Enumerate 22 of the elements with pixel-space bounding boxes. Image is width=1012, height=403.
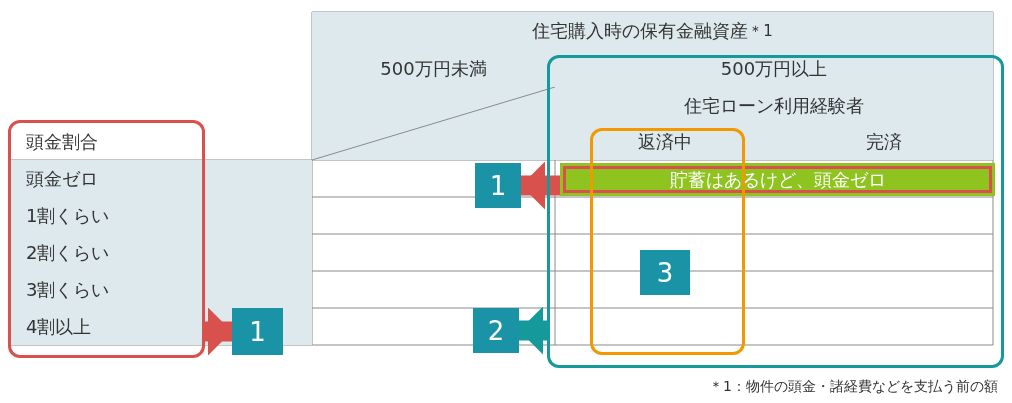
arrow bbox=[519, 306, 547, 355]
number-badge: 2 bbox=[473, 308, 519, 353]
number-badge: 1 bbox=[475, 163, 521, 208]
row-header-title: 頭金割合 bbox=[25, 130, 99, 154]
number-badge: 1 bbox=[232, 308, 283, 355]
row-header: 頭金ゼロ bbox=[10, 160, 312, 197]
column-header: 返済中 bbox=[555, 124, 775, 160]
highlight-frame bbox=[8, 120, 205, 358]
row-header: 2割くらい bbox=[10, 234, 312, 271]
row-header: 3割くらい bbox=[10, 271, 312, 308]
number-badge: 3 bbox=[640, 250, 690, 295]
arrow bbox=[521, 161, 560, 210]
highlight-bar: 貯蓄はあるけど、頭金ゼロ bbox=[560, 163, 995, 196]
highlight-frame bbox=[547, 55, 1004, 368]
footnote: ＊1：物件の頭金・諸経費などを支払う前の額 bbox=[708, 378, 999, 396]
column-header: 500万円以上 bbox=[555, 50, 993, 87]
arrow bbox=[205, 307, 232, 356]
highlight-frame bbox=[590, 128, 745, 355]
column-header: 住宅ローン利用経験者 bbox=[555, 87, 993, 124]
row-header: 1割くらい bbox=[10, 197, 312, 234]
column-header: 500万円未満 bbox=[312, 50, 555, 87]
column-header: 完済 bbox=[775, 124, 993, 160]
